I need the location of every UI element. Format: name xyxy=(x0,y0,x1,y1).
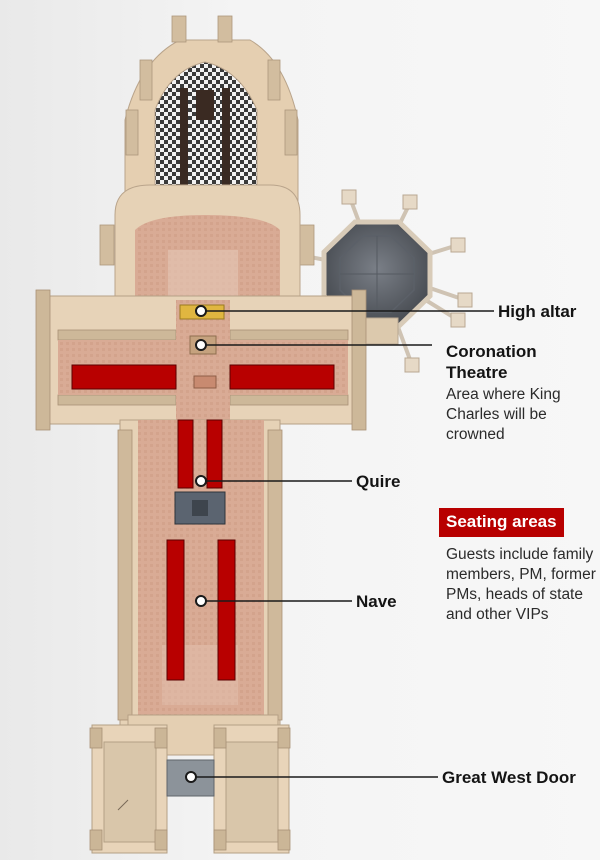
chapter-house xyxy=(292,189,473,373)
nave-label: Nave xyxy=(356,592,397,611)
leader-lines xyxy=(191,310,494,778)
location-marker-icon xyxy=(195,305,207,317)
theatre-dais xyxy=(193,375,217,389)
location-marker-icon xyxy=(195,339,207,351)
quire-label: Quire xyxy=(356,472,401,491)
seating-areas-callout: Seating areas Guests include family memb… xyxy=(439,508,597,625)
great-west-door-callout: Great West Door xyxy=(442,767,576,788)
east-apse xyxy=(99,15,315,301)
location-markers xyxy=(185,305,207,783)
high-altar-callout: High altar xyxy=(498,301,576,322)
high-altar-label: High altar xyxy=(498,302,577,321)
location-marker-icon xyxy=(185,771,197,783)
quire-organ xyxy=(192,500,208,516)
seating-quire-right xyxy=(206,419,223,489)
coronation-theatre-description: Area where King Charles will be crowned xyxy=(446,386,561,443)
seating-north-transept xyxy=(71,364,177,390)
seating-areas-description: Guests include family members, PM, forme… xyxy=(446,546,596,623)
location-marker-icon xyxy=(195,595,207,607)
seating-nave-right xyxy=(217,539,236,681)
quire-callout: Quire xyxy=(356,471,400,492)
seating-nave-left xyxy=(166,539,185,681)
seating-areas-badge: Seating areas xyxy=(439,508,564,537)
coronation-theatre-label: Coronation Theatre xyxy=(446,342,537,382)
west-towers xyxy=(89,714,291,854)
quire-screen xyxy=(174,491,226,525)
seating-south-transept xyxy=(229,364,335,390)
seating-blocks xyxy=(71,364,335,681)
location-marker-icon xyxy=(195,475,207,487)
nave-callout: Nave xyxy=(356,591,397,612)
nave-body xyxy=(117,419,283,726)
seating-quire-left xyxy=(177,419,194,489)
coronation-theatre-callout: Coronation Theatre Area where King Charl… xyxy=(446,341,596,445)
great-west-door-label: Great West Door xyxy=(442,768,576,787)
